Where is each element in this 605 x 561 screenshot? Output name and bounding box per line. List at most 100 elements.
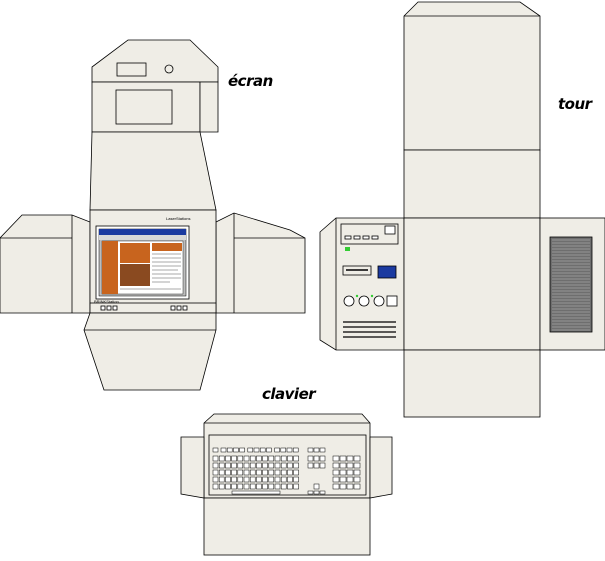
key: [225, 476, 231, 483]
key: [256, 469, 262, 476]
monitor-taper-panel: [89, 131, 217, 211]
key: [332, 469, 340, 476]
key: [256, 462, 262, 469]
key: [307, 490, 314, 495]
key: [225, 469, 231, 476]
key: [218, 476, 225, 483]
key: [339, 483, 347, 490]
key: [293, 476, 299, 483]
key: [274, 462, 281, 469]
display-panel: [377, 265, 397, 279]
key: [249, 483, 256, 490]
key: [226, 447, 233, 453]
key: [319, 455, 326, 462]
key: [212, 469, 219, 476]
key: [268, 483, 275, 490]
key: [313, 447, 320, 453]
page-photo: [120, 264, 150, 286]
key: [280, 455, 287, 462]
key: [231, 462, 237, 469]
key: [332, 462, 340, 469]
key: [256, 476, 262, 483]
key: [292, 447, 299, 453]
drive-buttons: [344, 235, 379, 240]
key: [247, 447, 254, 453]
label-ecran: écran: [228, 72, 273, 90]
key: [212, 455, 219, 462]
front-knobs: [343, 294, 398, 307]
key: [307, 447, 314, 453]
key: [268, 455, 275, 462]
key: [262, 476, 268, 483]
keyboard-net: [180, 413, 393, 556]
tower-top-flap: [403, 1, 541, 151]
page-text-lines: [120, 253, 181, 290]
key: [262, 483, 268, 490]
back-port-panel: [115, 89, 173, 125]
page-header: [152, 243, 182, 251]
key: [313, 462, 320, 469]
tower-side-panel: [403, 217, 541, 351]
monitor-bottom-flap: [83, 312, 217, 391]
key: [287, 476, 293, 483]
tower-bottom-panel: [403, 349, 541, 418]
key: [212, 476, 219, 483]
monitor-left-wing: [0, 214, 91, 314]
key: [280, 469, 287, 476]
key: [256, 455, 262, 462]
key: [293, 469, 299, 476]
key: [287, 469, 293, 476]
key: [239, 447, 245, 453]
key: [353, 462, 361, 469]
monitor-right-wing: [215, 212, 306, 314]
label-tour: tour: [558, 95, 592, 113]
screen-brand-top: LaserStations: [166, 216, 191, 221]
key: [274, 476, 281, 483]
key: [266, 447, 272, 453]
key: [339, 462, 347, 469]
led-indicator: [345, 247, 350, 251]
key: [280, 447, 287, 453]
key: [353, 476, 361, 483]
monitor-back-side: [199, 81, 219, 133]
key: [286, 447, 293, 453]
key: [249, 462, 256, 469]
key: [253, 447, 260, 453]
key: [243, 476, 250, 483]
key: [268, 469, 275, 476]
label-clavier: clavier: [262, 385, 316, 403]
key: [332, 483, 340, 490]
key: [218, 455, 225, 462]
key: [274, 469, 281, 476]
key: [256, 483, 262, 490]
key: [231, 476, 237, 483]
key: [237, 455, 244, 462]
key: [237, 483, 244, 490]
key: [243, 455, 250, 462]
key: [225, 483, 231, 490]
browser-titlebar: [99, 229, 186, 235]
page-sidebar: [102, 241, 118, 294]
key: [274, 483, 281, 490]
key: [212, 462, 219, 469]
key: [307, 462, 314, 469]
key: [249, 476, 256, 483]
key: [353, 455, 361, 462]
key: [280, 462, 287, 469]
tower-top-panel: [403, 149, 541, 219]
key: [231, 483, 237, 490]
key: [225, 455, 231, 462]
key: [287, 483, 293, 490]
key: [287, 462, 293, 469]
key: [332, 455, 340, 462]
page-banner: [120, 243, 150, 263]
key: [268, 476, 275, 483]
key: [319, 447, 326, 453]
key: [287, 455, 293, 462]
key: [262, 462, 268, 469]
key: [313, 490, 320, 495]
key: [353, 483, 361, 490]
key: [243, 469, 250, 476]
key: [280, 483, 287, 490]
